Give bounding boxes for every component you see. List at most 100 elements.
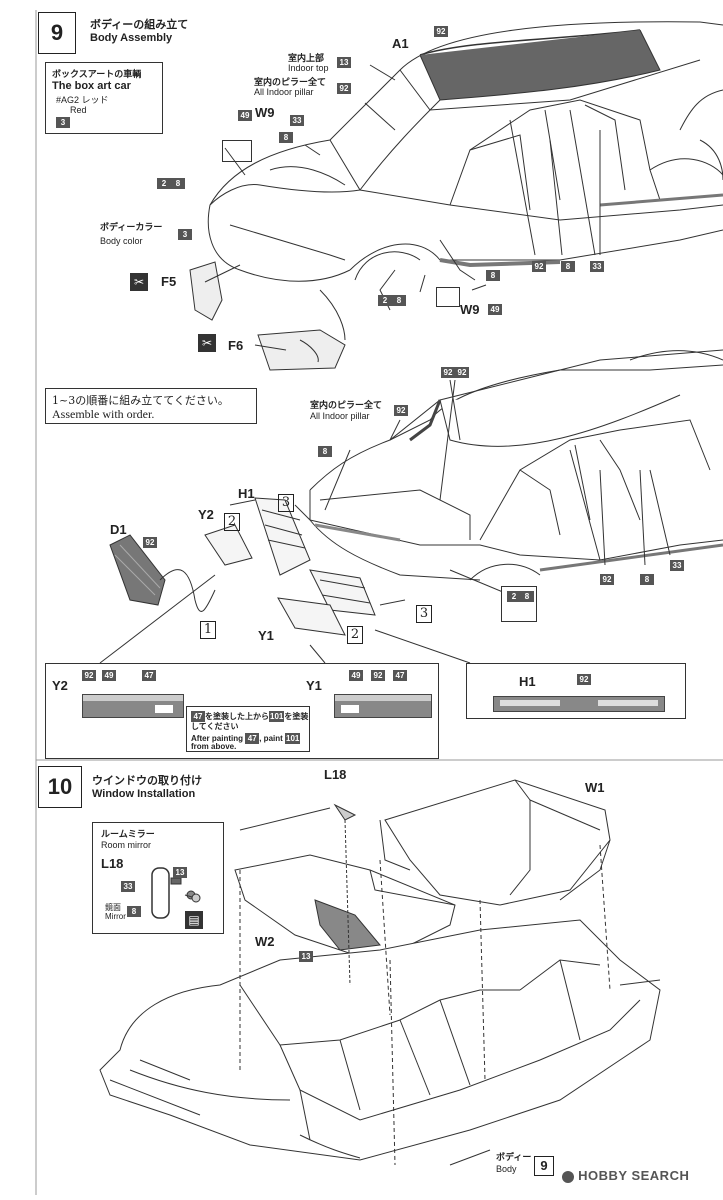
h1-right-slot <box>598 700 658 706</box>
step-10-title-en: Window Installation <box>92 788 196 800</box>
paint-number-badge: 3 <box>56 117 70 128</box>
y2-paint-badge-92: 92 <box>82 670 96 681</box>
pillar-label-jp: 室内のピラー全て <box>254 77 327 87</box>
a1-paint-badge: 92 <box>434 26 448 37</box>
side-paint-badge-33: 33 <box>590 261 604 272</box>
paint-note-en-c: from above. <box>191 742 237 751</box>
order-step-2: 2 <box>224 513 240 531</box>
glue-icon: ▤ <box>185 911 203 929</box>
h1-paint-badge: 92 <box>577 674 591 685</box>
mix-badge-2-upper: 2 <box>157 178 171 189</box>
cut-tool-icon: ✂ <box>198 334 216 352</box>
order-step-1: 1 <box>200 621 216 639</box>
y1-paint-badge-49: 49 <box>349 670 363 681</box>
y2-paint-badge-49: 49 <box>102 670 116 681</box>
mirror-surface-en: Mirror <box>105 912 126 921</box>
paint-note-line2: After painting 47, paint 101 <box>191 733 301 744</box>
w9-lower-paint-badge-49: 49 <box>488 304 502 315</box>
hobby-search-watermark: HOBBY SEARCH <box>562 1168 689 1183</box>
pillar-paint-badge: 92 <box>394 405 408 416</box>
paint-badge-101: 101 <box>269 711 285 722</box>
y2-grille-detail <box>82 694 184 718</box>
indoor-top-label-en: Indoor top <box>288 63 329 73</box>
pillar-label-jp: 室内のピラー全て <box>310 400 383 410</box>
body-color-label-jp: ボディーカラー <box>100 222 163 232</box>
part-h1-label: H1 <box>238 486 255 501</box>
mirror-title-en: Room mirror <box>101 840 152 850</box>
box-art-color-en: Red <box>70 105 87 115</box>
w9-light-icon-box <box>222 140 252 162</box>
order-note-jp: 1~3の順番に組み立ててください。 <box>52 394 229 407</box>
paint-note-jp-c: してください <box>191 722 239 731</box>
y1-grille-detail <box>334 694 432 718</box>
part-l18-label: L18 <box>324 767 347 782</box>
part-f6-label: F6 <box>228 338 244 353</box>
pillar-label-en: All Indoor pillar <box>254 87 314 97</box>
w9-paint-badge-8: 8 <box>279 132 293 143</box>
order-step-2: 2 <box>347 626 363 644</box>
mix-badge-8-lower: 8 <box>392 295 406 306</box>
part-y2-label: Y2 <box>198 507 214 522</box>
part-w1-label: W1 <box>585 780 605 795</box>
mix-paint-box: 2 8 <box>501 586 537 622</box>
part-y1-label: Y1 <box>258 628 274 643</box>
part-f5-label: F5 <box>161 274 177 289</box>
pillar-label-en: All Indoor pillar <box>310 411 370 421</box>
body-step-ref: 9 <box>534 1156 554 1176</box>
order-step-3: 3 <box>278 494 294 512</box>
paint-badge-101: 101 <box>285 733 301 744</box>
y1-paint-badge-47: 47 <box>393 670 407 681</box>
box-art-note: ボックスアートの車輌 The box art car #AG2 レッド Red … <box>45 62 163 134</box>
indoor-top-paint-badge: 13 <box>337 57 351 68</box>
step-9-number: 9 <box>38 12 76 54</box>
detail-y2-label: Y2 <box>52 678 68 693</box>
paint-note-jp-a: を塗装した上から <box>205 712 269 721</box>
w9-lower-paint-badge-8: 8 <box>486 270 500 281</box>
mix-badge-2: 2 <box>507 591 521 602</box>
box-art-title-en: The box art car <box>52 80 131 92</box>
pillar-paint-badge: 92 <box>337 83 351 94</box>
w9-paint-badge-49: 49 <box>238 110 252 121</box>
paint-badge-47: 47 <box>191 711 205 722</box>
part-w9-label: W9 <box>255 105 275 120</box>
room-mirror-box: ルームミラー Room mirror L18 33 13 鏡面 Mirror 8… <box>92 822 224 934</box>
paint-note-jp-b: を塗装 <box>284 712 309 721</box>
h1-grille-detail <box>493 696 665 712</box>
side-paint-badge-92: 92 <box>600 574 614 585</box>
order-step-3: 3 <box>416 605 432 623</box>
y1-paint-badge-92: 92 <box>371 670 385 681</box>
y1-chrome-strip <box>335 695 431 701</box>
watermark-logo-icon <box>562 1170 574 1183</box>
part-w9-lower-label: W9 <box>460 302 480 317</box>
detail-h1-label: H1 <box>519 674 536 689</box>
box-art-title-jp: ボックスアートの車輌 <box>52 70 142 80</box>
side-paint-badge-92: 92 <box>532 261 546 272</box>
paint-note-en-a: After painting <box>191 734 243 743</box>
side-paint-badge-8: 8 <box>561 261 575 272</box>
w9-light-icon-box <box>436 287 460 307</box>
y2-chrome-strip <box>83 695 183 701</box>
w2-paint-badge-13: 13 <box>299 951 313 962</box>
d1-paint-badge: 92 <box>143 537 157 548</box>
mirror-title-jp: ルームミラー <box>101 829 155 839</box>
h1-detail-box: H1 92 <box>466 663 686 719</box>
body-color-label-en: Body color <box>100 236 143 246</box>
y2-light-lens <box>155 705 173 713</box>
mix-badge-8-upper: 8 <box>171 178 185 189</box>
step-10-title-jp: ウインドウの取り付け <box>92 774 202 787</box>
step-9-title-jp: ボディーの組み立て <box>90 18 189 31</box>
box-art-color-jp: #AG2 レッド <box>56 95 109 105</box>
indoor-top-label-jp: 室内上部 <box>288 53 325 63</box>
mix-badge-8: 8 <box>520 591 534 602</box>
watermark-text: HOBBY SEARCH <box>578 1168 690 1183</box>
detail-y1-label: Y1 <box>306 678 322 693</box>
paint-badge-33: 33 <box>290 115 304 126</box>
body-label-en: Body <box>496 1164 517 1174</box>
part-w2-label: W2 <box>255 934 275 949</box>
mirror-surface-jp: 鏡面 <box>105 903 121 912</box>
part-d1-label: D1 <box>110 522 127 537</box>
